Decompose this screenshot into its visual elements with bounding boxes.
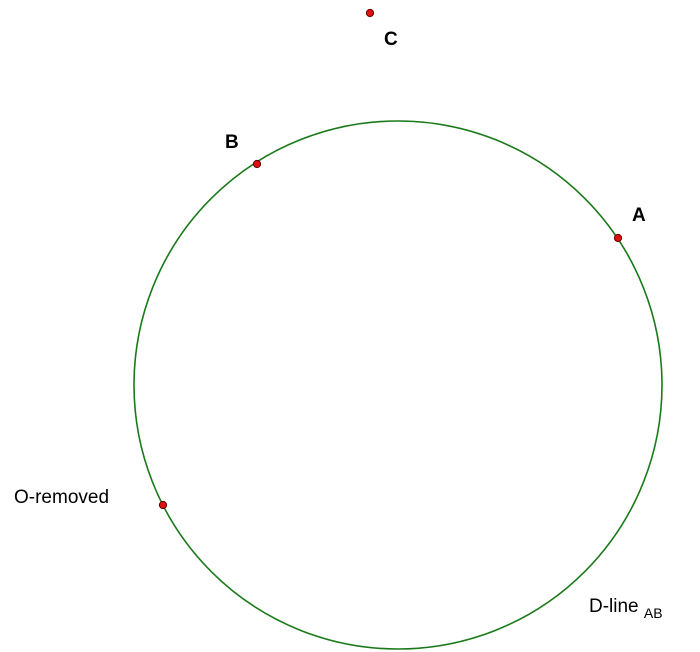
point-b-marker[interactable] [252,159,262,169]
point-b-label: B [225,132,239,153]
point-o-marker[interactable] [158,500,168,510]
point-a-marker[interactable] [613,233,623,243]
curve-label: D-line AB [589,596,663,621]
circle [133,120,663,650]
curve-label-subscript: AB [644,605,663,621]
point-c-label: C [384,29,398,50]
point-o-label: O-removed [14,487,109,508]
curve-label-main: D-line [589,596,644,617]
point-c-marker[interactable] [365,8,375,18]
point-a-label: A [632,205,646,226]
